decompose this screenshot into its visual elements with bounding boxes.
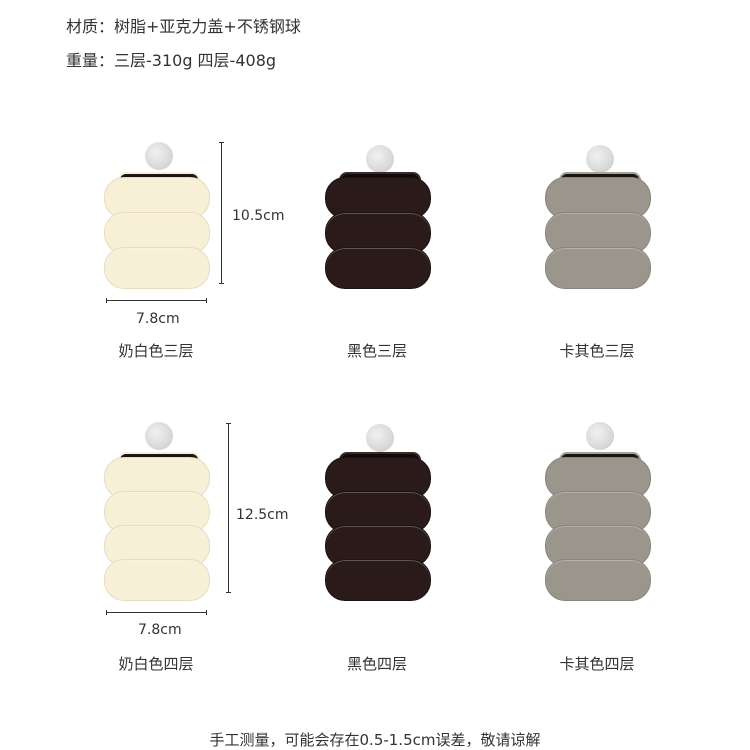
width-dimension-label: 7.8cm bbox=[136, 311, 180, 327]
knob-ball bbox=[586, 145, 614, 173]
product-label: 奶白色四层 bbox=[118, 655, 194, 673]
ring-layer bbox=[104, 559, 210, 601]
ring-layer bbox=[325, 559, 431, 601]
knob-ball bbox=[366, 424, 394, 452]
ring-layer bbox=[545, 559, 651, 601]
material-spec: 材质：树脂+亚克力盖+不锈钢球 bbox=[66, 17, 301, 36]
knob-ball bbox=[145, 142, 173, 170]
height-dimension-label: 10.5cm bbox=[232, 208, 285, 224]
knob-ball bbox=[145, 422, 173, 450]
product-image-black-3 bbox=[325, 142, 435, 289]
product-label: 黑色三层 bbox=[346, 342, 408, 360]
height-dimension-line bbox=[226, 423, 231, 593]
height-dimension-line bbox=[219, 142, 224, 284]
knob-ball bbox=[366, 145, 394, 173]
width-dimension-line bbox=[106, 610, 207, 615]
measurement-disclaimer: 手工测量，可能会存在0.5-1.5cm误差，敬请谅解 bbox=[209, 731, 541, 749]
product-label: 卡其色三层 bbox=[559, 342, 635, 360]
height-dimension-label: 12.5cm bbox=[236, 507, 289, 523]
product-label: 黑色四层 bbox=[346, 655, 408, 673]
ring-layer bbox=[325, 247, 431, 289]
product-label: 卡其色四层 bbox=[559, 655, 635, 673]
ring-layer bbox=[104, 247, 210, 289]
product-image-cream-3 bbox=[104, 142, 214, 289]
knob-ball bbox=[586, 422, 614, 450]
product-image-cream-4 bbox=[104, 422, 214, 601]
product-label: 奶白色三层 bbox=[118, 342, 194, 360]
weight-spec: 重量：三层-310g 四层-408g bbox=[66, 51, 277, 70]
width-dimension-label: 7.8cm bbox=[138, 622, 182, 638]
product-image-black-4 bbox=[325, 422, 435, 601]
width-dimension-line bbox=[106, 298, 207, 303]
product-image-khaki-3 bbox=[545, 142, 655, 289]
product-image-khaki-4 bbox=[545, 422, 655, 601]
ring-layer bbox=[545, 247, 651, 289]
